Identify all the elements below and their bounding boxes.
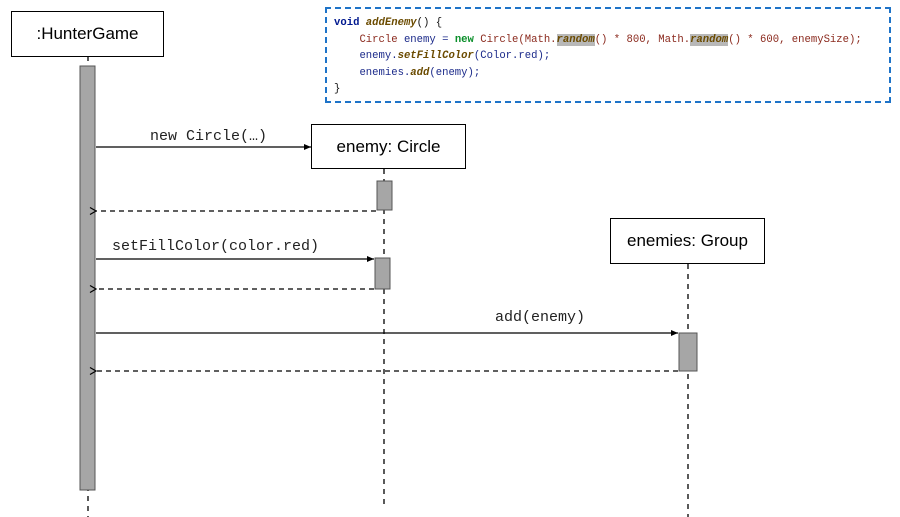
code-text: Circle(Math. (473, 33, 557, 46)
lifeline-box-enemies-group: enemies: Group (610, 218, 765, 264)
code-highlight-random: random (556, 33, 595, 46)
activation-group (678, 332, 698, 372)
code-snippet: void addEnemy() { Circle enemy = new Cir… (325, 7, 891, 103)
message-label-set-fill-color: setFillColor(color.red) (112, 238, 320, 255)
lifeline-label-enemy-circle: enemy: Circle (336, 136, 441, 156)
code-line-1: void addEnemy() { (334, 15, 889, 32)
code-line-4: enemies.add(enemy); (334, 65, 889, 82)
activation-circle-2 (374, 257, 391, 290)
code-indent (334, 50, 359, 62)
code-method-call: add (410, 66, 430, 79)
code-keyword-new: new (454, 33, 474, 46)
code-text: enemy = (397, 33, 455, 46)
code-text: (enemy); (429, 66, 481, 79)
code-text: enemies. (359, 66, 411, 79)
lifeline-box-enemy-circle: enemy: Circle (311, 124, 466, 169)
code-line-3: enemy.setFillColor(Color.red); (334, 48, 889, 65)
code-indent (334, 67, 359, 79)
message-label-add-enemy: add(enemy) (495, 309, 586, 326)
code-text: (Color.red); (473, 50, 551, 62)
activation-hunter (79, 65, 96, 491)
message-label-new-circle: new Circle(…) (150, 128, 268, 145)
code-text: () * 800, Math. (594, 33, 691, 46)
code-method-name: addEnemy (365, 17, 417, 29)
activation-circle-1 (376, 180, 393, 211)
code-text: enemy. (359, 50, 398, 62)
lifeline-label-enemies-group: enemies: Group (627, 231, 748, 250)
code-keyword-void: void (334, 17, 360, 29)
code-line-2: Circle enemy = new Circle(Math.random() … (334, 32, 889, 49)
lifeline-label-hunter-game: :HunterGame (36, 24, 139, 43)
code-method-call: setFillColor (397, 50, 474, 62)
code-highlight-random: random (690, 33, 729, 46)
code-text: () { (416, 17, 443, 29)
code-text: () * 600, enemySize); (728, 33, 862, 46)
code-line-5: } (334, 83, 341, 95)
code-type: Circle (359, 33, 398, 46)
lifeline-box-hunter-game: :HunterGame (11, 11, 164, 57)
code-indent (334, 34, 359, 46)
